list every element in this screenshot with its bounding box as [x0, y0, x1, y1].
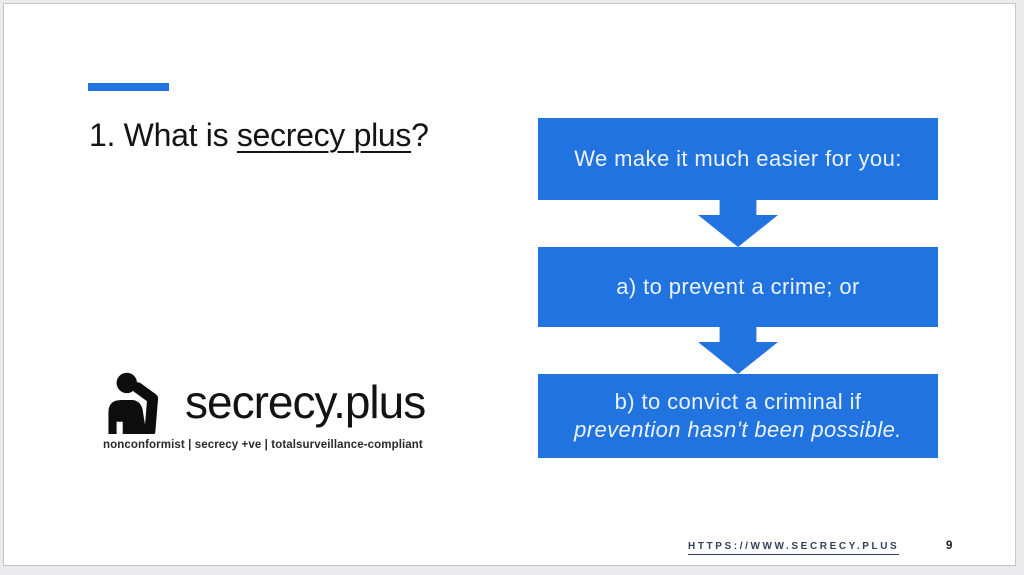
- flow-box-convict-line1: b) to convict a criminal if: [614, 389, 862, 414]
- flow-box-intro: We make it much easier for you:: [538, 118, 938, 200]
- person-whispering-icon: [108, 372, 159, 434]
- slide-title-suffix: ?: [411, 117, 429, 153]
- logo: secrecy.plus nonconformist | secrecy +ve…: [103, 370, 448, 451]
- slide-title: 1. What is secrecy plus?: [89, 117, 429, 154]
- slide-title-prefix: 1. What is: [89, 117, 237, 153]
- flow-box-convict-line2: prevention hasn't been possible.: [574, 417, 902, 442]
- slide-title-emphasis: secrecy plus: [236, 117, 412, 153]
- arrow-down-icon: [698, 327, 778, 374]
- slide: 1. What is secrecy plus? We make it much…: [3, 3, 1016, 566]
- footer-url-link[interactable]: HTTPS://WWW.SECRECY.PLUS: [688, 541, 900, 555]
- flow-box-prevent-text: a) to prevent a crime; or: [616, 274, 860, 299]
- logo-tagline: nonconformist | secrecy +ve | totalsurve…: [103, 439, 423, 451]
- flow-box-convict: b) to convict a criminal if prevention h…: [538, 374, 938, 458]
- logo-wordmark: secrecy.plus: [185, 376, 426, 428]
- flow-box-intro-text: We make it much easier for you:: [574, 146, 902, 171]
- flow-box-prevent: a) to prevent a crime; or: [538, 247, 938, 327]
- page-number: 9: [946, 540, 953, 552]
- arrow-down-icon: [698, 200, 778, 247]
- flow-diagram: We make it much easier for you: a) to pr…: [538, 118, 938, 458]
- title-accent-bar: [88, 83, 169, 91]
